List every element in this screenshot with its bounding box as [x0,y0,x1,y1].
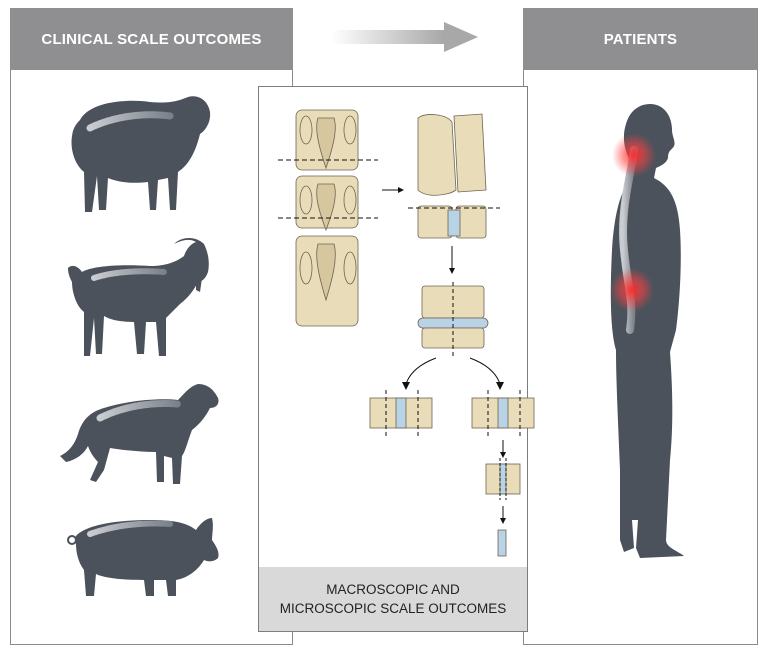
halves-illustration [369,397,535,429]
center-panel-footer: MACROSCOPIC AND MICROSCOPIC SCALE OUTCOM… [259,567,527,631]
right-panel-header-text: PATIENTS [603,30,678,48]
arrow-down-icon [449,246,455,274]
sheep-silhouette [71,96,211,212]
pig-silhouette [67,518,219,596]
center-footer-line1: MACROSCOPIC AND [326,582,460,597]
left-panel-header-text: CLINICAL SCALE OUTCOMES [41,30,262,48]
branch-arrows [405,357,501,385]
arrow-right-icon [382,187,404,193]
lumbar-pain-indicator [610,268,654,312]
right-panel-header: PATIENTS [523,8,758,70]
goat-silhouette [68,238,209,356]
flow-arrow [332,22,478,52]
human-silhouette [610,104,684,558]
spine-segment-illustration [295,109,359,327]
left-panel-header: CLINICAL SCALE OUTCOMES [10,8,293,70]
slice-illustration [485,463,521,495]
motion-segment-illustration [417,113,487,239]
arrow-down-icon-2 [500,440,506,458]
dog-silhouette [60,384,219,484]
neck-pain-indicator [612,133,656,177]
arrow-down-icon-3 [500,506,506,524]
center-footer-line2: MICROSCOPIC SCALE OUTCOMES [279,601,507,616]
section-illustration [497,529,507,557]
